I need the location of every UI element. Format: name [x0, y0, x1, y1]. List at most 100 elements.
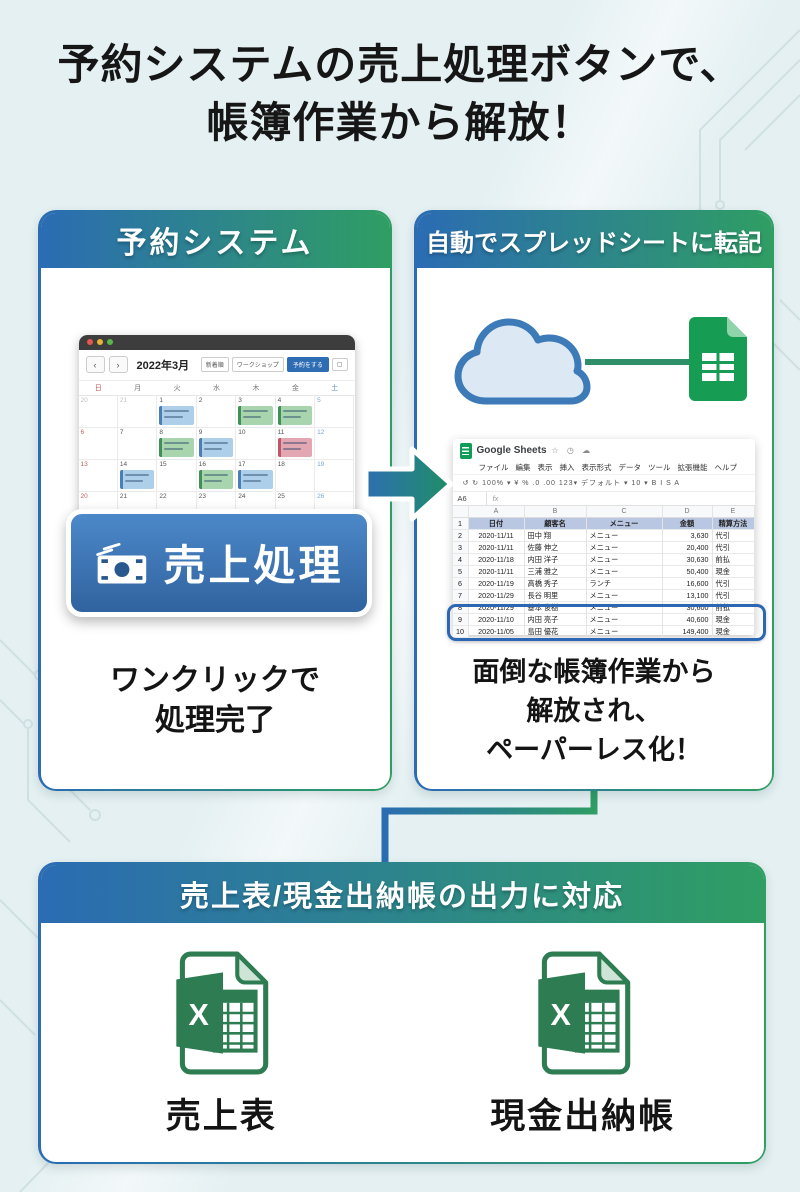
calendar-day-cell[interactable]: 11	[275, 427, 316, 460]
calendar-event-green[interactable]	[238, 405, 273, 425]
calendar-day-cell[interactable]: 3	[236, 395, 276, 428]
calendar-day-cell[interactable]: 10	[236, 427, 276, 460]
minimize-window-icon[interactable]	[96, 339, 103, 345]
sheets-date-cell[interactable]: 2020-11/19	[468, 577, 525, 590]
calendar-event-green[interactable]	[198, 469, 234, 489]
sheets-header-cell[interactable]: 金額	[662, 517, 713, 530]
sheets-payment-cell[interactable]: 代引	[712, 529, 755, 542]
sheets-amount-cell[interactable]: 30,630	[662, 553, 713, 566]
sheets-name-cell[interactable]: 高橋 秀子	[524, 577, 587, 590]
sheets-payment-cell[interactable]: 前払	[712, 601, 755, 614]
sheets-column-letter[interactable]: A	[469, 505, 525, 517]
sheets-menu-cell[interactable]: メニュー	[586, 625, 663, 638]
calendar-day-cell[interactable]: 13	[78, 459, 118, 492]
sheets-menu-item[interactable]: ヘルプ	[714, 462, 738, 472]
sheets-menu-item[interactable]: 挿入	[559, 462, 575, 472]
sheets-menu-item[interactable]: 拡張機能	[677, 462, 708, 472]
sheets-row-number[interactable]: 7	[452, 589, 469, 602]
sheets-menu-cell[interactable]: メニュー	[586, 601, 663, 614]
sheets-name-cell[interactable]: 三浦 雅之	[524, 565, 587, 578]
sheets-date-cell[interactable]: 2020-11/11	[468, 529, 525, 542]
sheets-name-cell[interactable]: 内田 洋子	[524, 553, 587, 566]
sheets-date-cell[interactable]: 2020-11/18	[468, 553, 525, 566]
sheets-payment-cell[interactable]: 代引	[712, 589, 755, 602]
sheets-menu-item[interactable]: 表示形式	[581, 462, 612, 472]
sheets-menu-item[interactable]: 編集	[515, 462, 531, 472]
sheets-row-number[interactable]: 9	[452, 613, 469, 626]
sheets-payment-cell[interactable]: 代引	[712, 577, 755, 590]
sheets-row-number[interactable]: 3	[452, 541, 469, 554]
calendar-day-cell[interactable]: 16	[196, 459, 237, 492]
sheets-menu-cell[interactable]: ランチ	[586, 577, 663, 590]
sheets-name-box[interactable]: A6	[453, 491, 487, 505]
sheets-date-cell[interactable]: 2020-11/10	[468, 613, 525, 626]
sheets-name-cell[interactable]: 田中 翔	[524, 529, 587, 542]
sheets-name-cell[interactable]: 基本 俊樹	[524, 601, 587, 614]
sheets-column-letter[interactable]: D	[663, 505, 713, 517]
calendar-day-cell[interactable]: 4	[275, 395, 316, 428]
sheets-menu-item[interactable]: 表示	[537, 462, 553, 472]
sheets-payment-cell[interactable]: 現金	[712, 613, 755, 626]
sheets-date-cell[interactable]: 2020-11/05	[468, 625, 525, 638]
sheets-menu-cell[interactable]: メニュー	[586, 613, 663, 626]
sheets-name-cell[interactable]: 長谷 明里	[524, 589, 587, 602]
sheets-menu-cell[interactable]: メニュー	[586, 541, 663, 554]
sheets-amount-cell[interactable]: 40,600	[662, 613, 713, 626]
sheets-menu-cell[interactable]: メニュー	[586, 565, 663, 578]
calendar-day-cell[interactable]: 6	[78, 427, 118, 460]
calendar-event-green[interactable]	[159, 437, 194, 457]
maximize-window-icon[interactable]	[106, 339, 113, 345]
calendar-event-blue[interactable]	[238, 469, 273, 489]
sheets-menu-item[interactable]: ファイル	[478, 462, 509, 472]
sheets-row-number[interactable]: 6	[452, 577, 469, 590]
calendar-next-button[interactable]: ›	[108, 356, 128, 373]
sheets-payment-cell[interactable]: 現金	[712, 625, 755, 638]
calendar-day-cell[interactable]: 15	[157, 459, 197, 492]
sheets-row-number[interactable]: 1	[452, 517, 469, 530]
sheets-menu-cell[interactable]: メニュー	[586, 553, 663, 566]
calendar-view-toggle-button[interactable]: ▢	[331, 358, 348, 371]
calendar-day-cell[interactable]: 12	[315, 427, 355, 460]
calendar-day-cell[interactable]: 5	[315, 395, 355, 428]
calendar-day-cell[interactable]: 19	[315, 459, 355, 492]
sheets-column-letter[interactable]: E	[713, 505, 755, 517]
calendar-day-cell[interactable]: 14	[117, 459, 158, 492]
calendar-day-cell[interactable]: 1	[157, 395, 197, 428]
sheets-date-cell[interactable]: 2020-11/11	[468, 565, 525, 578]
sheets-column-letter[interactable]: B	[525, 505, 587, 517]
calendar-day-cell[interactable]: 8	[157, 427, 197, 460]
sheets-name-cell[interactable]: 島田 優花	[524, 625, 587, 638]
sheets-row-number[interactable]: 2	[452, 529, 469, 542]
sheets-row-number[interactable]: 10	[452, 625, 469, 638]
calendar-day-cell[interactable]: 17	[236, 459, 276, 492]
calendar-day-cell[interactable]: 21	[117, 395, 158, 428]
sheets-header-cell[interactable]: 日付	[468, 517, 525, 530]
sheets-date-cell[interactable]: 2020-11/29	[468, 589, 525, 602]
calendar-prev-button[interactable]: ‹	[85, 356, 105, 373]
calendar-event-blue[interactable]	[198, 437, 234, 457]
sheets-column-letter[interactable]: C	[587, 505, 663, 517]
sheets-header-cell[interactable]: 顧客名	[524, 517, 587, 530]
sheets-date-cell[interactable]: 2020-11/29	[468, 601, 525, 614]
sheets-name-cell[interactable]: 内田 亮子	[524, 613, 587, 626]
sheets-menu-cell[interactable]: メニュー	[586, 529, 663, 542]
sheets-row-number[interactable]: 4	[452, 553, 469, 566]
sheets-amount-cell[interactable]: 30,600	[662, 601, 713, 614]
sheets-header-cell[interactable]: 精算方法	[712, 517, 755, 530]
calendar-day-cell[interactable]: 7	[117, 427, 158, 460]
calendar-workshop-button[interactable]: ワークショップ	[231, 357, 284, 372]
calendar-filter-button[interactable]: 新着順	[200, 357, 229, 372]
sheets-amount-cell[interactable]: 50,400	[662, 565, 713, 578]
sheets-payment-cell[interactable]: 現金	[712, 565, 755, 578]
sheets-date-cell[interactable]: 2020-11/11	[468, 541, 525, 554]
sales-processing-button[interactable]: 売上処理	[65, 508, 372, 617]
sheets-amount-cell[interactable]: 3,630	[662, 529, 713, 542]
close-window-icon[interactable]	[86, 339, 93, 345]
calendar-day-cell[interactable]: 18	[275, 459, 316, 492]
calendar-event-blue[interactable]	[119, 469, 155, 489]
calendar-reserve-button[interactable]: 予約をする	[286, 357, 329, 372]
sheets-payment-cell[interactable]: 代引	[712, 541, 755, 554]
sheets-amount-cell[interactable]: 20,400	[662, 541, 713, 554]
calendar-day-cell[interactable]: 9	[196, 427, 237, 460]
calendar-event-pink[interactable]	[277, 437, 313, 457]
